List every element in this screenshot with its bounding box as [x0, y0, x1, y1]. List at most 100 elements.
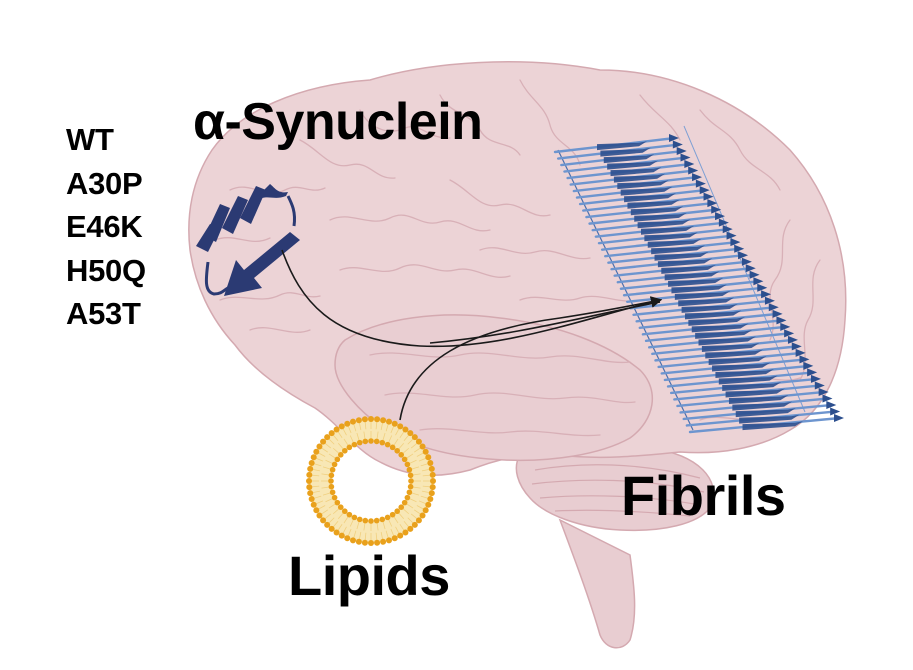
lipid-head [361, 416, 368, 423]
beta-strand-dark [600, 147, 651, 157]
lipid-head [331, 494, 338, 501]
monomer-loop [204, 261, 229, 296]
beta-strand-dark [684, 310, 742, 320]
strand-arrowhead [803, 361, 814, 370]
lipid-head [346, 511, 353, 518]
beta-strand-dark [617, 180, 669, 190]
mutation-label: H50Q [66, 252, 146, 288]
beta-strand-dark [624, 193, 677, 203]
lipid-head [333, 529, 340, 536]
strand-arrowhead [784, 329, 795, 338]
beta-strand-dark [728, 395, 789, 405]
lipid-head [391, 420, 398, 427]
arrow-monomer-to-fibril-2 [429, 301, 661, 344]
beta-strand-dark [647, 238, 702, 248]
arrow-monomer-to-fibril [281, 249, 663, 348]
lipid-head [320, 438, 327, 445]
strand-arrowhead [707, 199, 718, 208]
beta-strand-dark [637, 219, 691, 229]
lipid-head [406, 489, 413, 496]
lipid-head [313, 507, 320, 514]
strand-arrowhead [830, 407, 841, 416]
mutation-label: A30P [66, 165, 143, 201]
beta-strand-dark [627, 199, 680, 209]
lipid-head [337, 452, 344, 458]
lipid-head [331, 461, 338, 468]
beta-strand-dark [640, 225, 695, 235]
beta-strand-dark [603, 154, 655, 164]
strand-arrowhead [810, 374, 821, 383]
lipid-head [402, 529, 409, 536]
strand-arrowhead [757, 283, 768, 292]
lipid-head [355, 538, 362, 545]
beta-strand-dark [661, 264, 716, 274]
lipid-head [404, 461, 411, 468]
lipid-head [401, 456, 408, 463]
lipid-head [328, 478, 334, 484]
lipid-head [329, 466, 336, 473]
beta-strand-dark [718, 375, 778, 385]
lipid-head [391, 535, 398, 542]
lipid-head [316, 443, 323, 450]
lipid-head [306, 471, 313, 478]
lipid-head [398, 452, 405, 458]
lipid-head [307, 490, 314, 497]
lipid-head [384, 441, 391, 448]
beta-strand-dark [681, 303, 738, 313]
lipid-head [379, 516, 386, 523]
lipid-head [379, 439, 386, 446]
strand-arrowhead [745, 264, 756, 273]
beta-strand-dark [715, 369, 774, 379]
lipid-head [355, 417, 362, 424]
monomer-linker [286, 195, 296, 227]
strand-arrowhead [695, 179, 706, 188]
strand-arrowhead [711, 205, 722, 214]
lipid-head [338, 532, 345, 539]
lipid-head [333, 426, 340, 433]
beta-strand-dark [630, 206, 684, 216]
beta-strand-arrow [224, 232, 300, 296]
lipid-head [351, 441, 358, 448]
lipid-head [407, 483, 414, 490]
lipid-head [316, 512, 323, 519]
strand-arrowhead [799, 355, 810, 364]
lipid-head [351, 514, 358, 521]
title-alpha-synuclein: α-Synuclein [193, 93, 483, 151]
helix-turn-3 [222, 196, 248, 234]
beta-strand-dark [688, 317, 745, 326]
lipid-head [407, 472, 414, 479]
beta-strand-dark [664, 271, 720, 281]
lipid-head [334, 456, 341, 463]
beta-strand-dark [678, 297, 735, 307]
lipid-head [404, 494, 411, 501]
strand-arrowhead [791, 342, 802, 351]
strand-arrowhead [776, 316, 787, 325]
beta-strand-dark [634, 212, 687, 222]
lipid-head [328, 472, 335, 479]
mutation-label: A53T [66, 296, 141, 331]
strand-arrowhead [734, 244, 745, 253]
beta-strand-dark [613, 173, 666, 183]
lipid-head [346, 444, 353, 451]
strand-arrowhead [749, 270, 760, 279]
strand-arrowhead [787, 335, 798, 344]
lipid-head [385, 418, 392, 425]
protein-monomer-icon [196, 184, 300, 296]
lipid-head [308, 460, 315, 467]
lipid-head [350, 418, 357, 425]
lipid-head [408, 478, 414, 484]
lipid-head [380, 538, 387, 545]
strand-arrowhead [772, 309, 783, 318]
beta-strand-dark [654, 251, 709, 261]
lipid-head [389, 511, 396, 518]
lipid-head [407, 430, 414, 437]
lipid-head [380, 417, 387, 424]
strand-arrowhead [753, 277, 764, 286]
strand-arrowhead [699, 186, 710, 195]
lipid-head [334, 499, 341, 506]
lipid-head [401, 499, 408, 506]
lipid-head [313, 448, 320, 455]
lipid-head [342, 508, 348, 515]
lipid-head [362, 438, 369, 445]
